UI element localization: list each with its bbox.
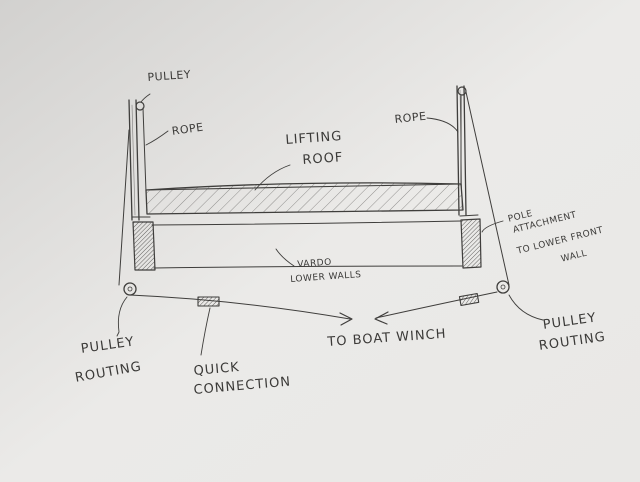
rope-right-outer [465, 91, 510, 286]
left-pole [128, 99, 140, 221]
pulley-top-right [457, 86, 467, 96]
quick-connection-right [458, 292, 480, 307]
lifting-roof [145, 182, 464, 215]
arrow-left-icon [339, 312, 353, 326]
rope-left [142, 107, 147, 193]
pulley-routing-right [496, 280, 510, 294]
rope-to-winch-left [129, 294, 351, 320]
rope-to-winch-right [375, 291, 498, 319]
quick-connection-left [197, 296, 220, 307]
vardo-lower-walls [131, 214, 482, 271]
arrow-right-icon [374, 311, 389, 325]
pulley-top-left [135, 101, 145, 111]
rope-left-outer [118, 129, 130, 286]
label-roof: ROOF [302, 150, 344, 168]
leader-lines [116, 93, 544, 356]
